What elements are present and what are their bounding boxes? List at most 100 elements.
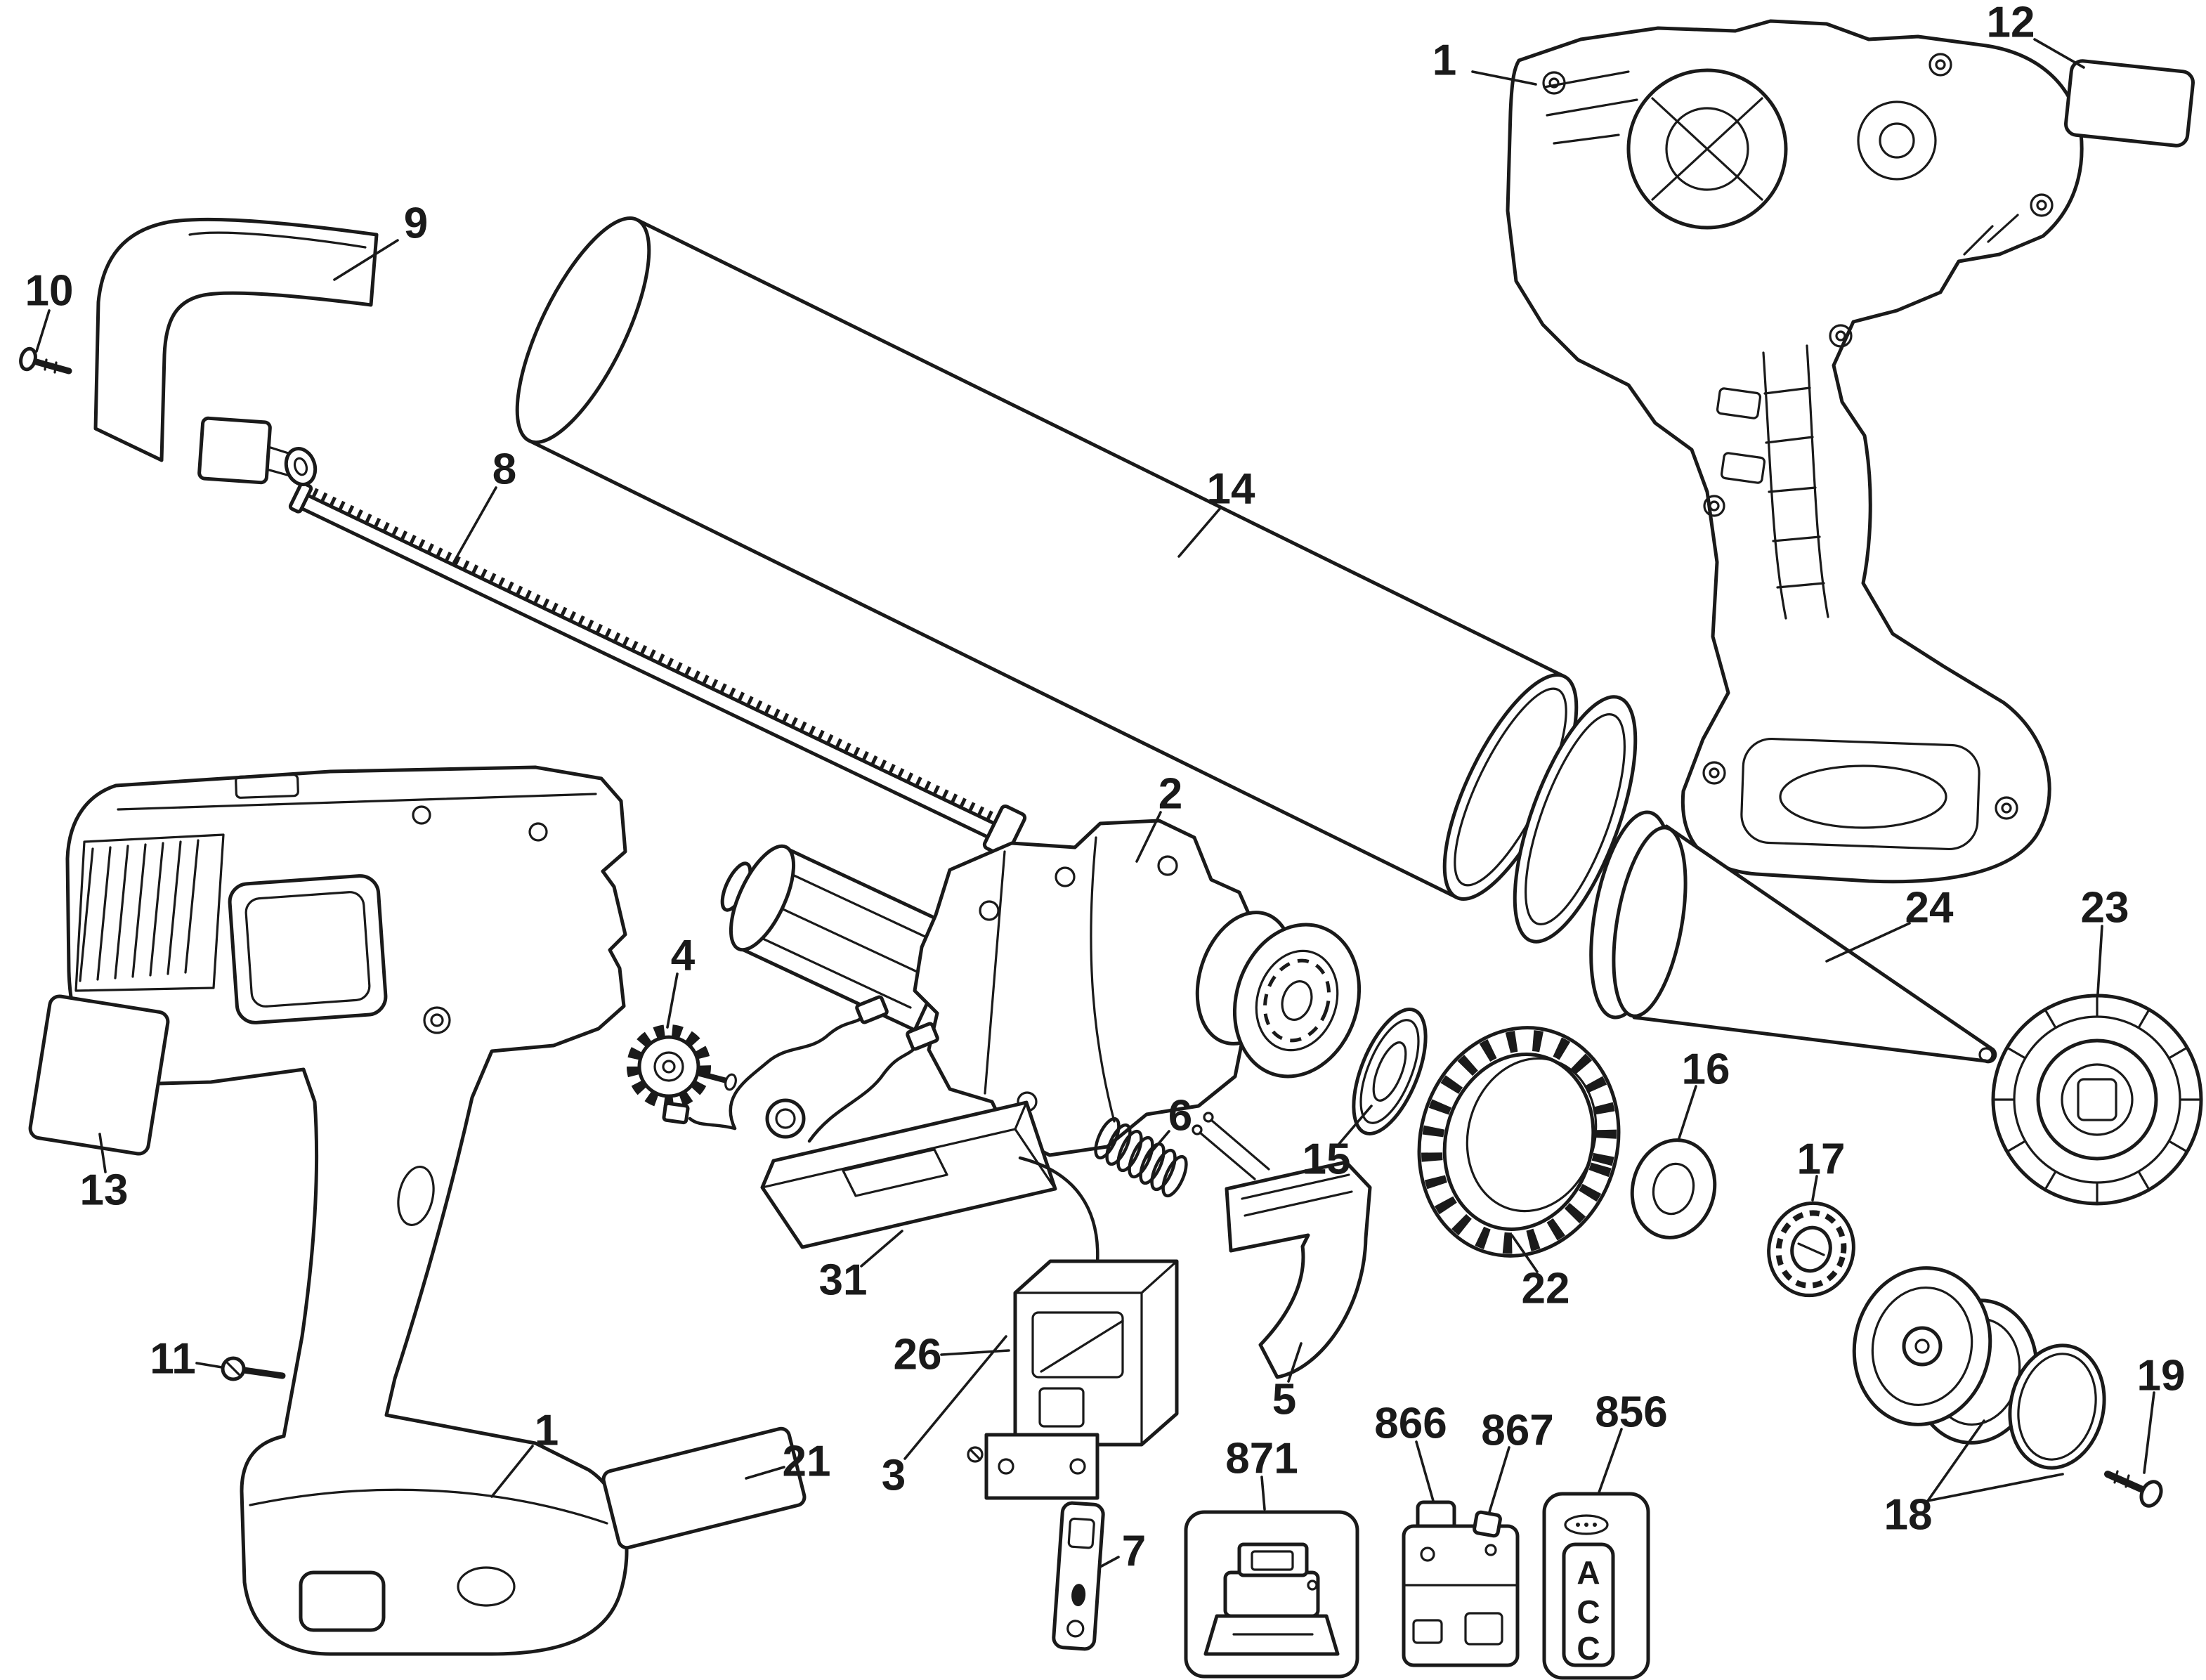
callout-leader-line (1338, 1105, 1373, 1145)
part-plunger-discs (1852, 1266, 2106, 1470)
callout-leader-line (1926, 1473, 2064, 1502)
vent-slots (74, 833, 225, 992)
part-number-label: 2 (1159, 770, 1182, 819)
part-number-label: 12 (1987, 0, 2035, 47)
callout-part-2: 2 (1135, 770, 1182, 863)
callout-leader-line (1678, 1085, 1697, 1140)
callout-leader-line (333, 239, 399, 281)
callout-part-8: 8 (452, 445, 516, 564)
part-retaining-ring (1417, 1026, 1621, 1258)
part-label-sticker-12 (2064, 59, 2195, 148)
callout-leader-line (1177, 506, 1222, 558)
part-screw-19 (2104, 1470, 2163, 1508)
part-screw-11 (221, 1356, 286, 1381)
cap-knurl-ticks (1992, 994, 2202, 1205)
callout-leader-line (940, 1349, 1010, 1356)
acc-letter-2: C (1577, 1594, 1600, 1630)
callout-part-22: 22 (1510, 1234, 1570, 1313)
callout-part-1: 1 (1432, 37, 1537, 86)
part-number-label: 6 (1168, 1092, 1192, 1140)
callout-part-3: 3 (882, 1335, 1007, 1500)
callout-part-31: 31 (819, 1230, 903, 1305)
callout-part-16: 16 (1678, 1046, 1730, 1140)
part-handle-loop (93, 217, 379, 486)
callout-leader-line (1287, 1342, 1303, 1383)
callout-leader-line (1135, 811, 1162, 863)
part-wiring-harness-module (662, 995, 1099, 1265)
callout-part-21: 21 (745, 1438, 831, 1486)
acc-letter-3: C (1577, 1630, 1600, 1667)
part-screw-10 (19, 346, 72, 375)
part-number-label: 871 (1225, 1435, 1298, 1483)
callout-leader-line (1811, 1175, 1818, 1202)
callout-part-15: 15 (1303, 1105, 1373, 1184)
callout-part-12: 12 (1987, 0, 2085, 69)
callout-leader-line (1825, 922, 1911, 963)
part-lock-off-key (1052, 1501, 1105, 1651)
callout-leader-line (745, 1466, 785, 1480)
part-number-label: 23 (2081, 884, 2129, 932)
part-motor-gearbox-assembly (720, 819, 1362, 1157)
callout-leader-line (1471, 70, 1537, 86)
callout-leader-line (1099, 1556, 1120, 1568)
callout-part-9: 9 (333, 200, 428, 281)
part-number-label: 1 (1432, 37, 1456, 85)
callout-leader-line (2033, 38, 2085, 69)
callout-leader-line (1260, 1476, 1266, 1511)
callout-part-6: 6 (1144, 1092, 1192, 1161)
callout-leader-line (860, 1230, 903, 1268)
part-battery-pack (1402, 1500, 1520, 1667)
acc-letter-1: A (1577, 1554, 1600, 1591)
callout-part-18: 18 (1884, 1419, 2064, 1539)
part-number-label: 24 (1905, 884, 1954, 932)
part-number-label: 5 (1272, 1376, 1296, 1424)
callout-part-24: 24 (1825, 884, 1954, 963)
callout-leader-line (98, 1133, 107, 1173)
part-number-label: 7 (1122, 1528, 1146, 1576)
callout-leader-line (903, 1335, 1007, 1460)
part-housing-half (1506, 19, 2084, 884)
part-front-cap-nut (1991, 994, 2203, 1206)
part-number-label: 31 (819, 1256, 868, 1305)
part-small-fastener (1473, 1510, 1502, 1538)
part-spring (1094, 1116, 1188, 1198)
callout-leader-line (1510, 1234, 1539, 1273)
callout-leader-line (1926, 1419, 1985, 1502)
part-number-label: 9 (404, 200, 428, 248)
part-washer (1630, 1138, 1717, 1239)
part-number-label: 1 (535, 1407, 559, 1455)
part-number-label: 15 (1303, 1135, 1351, 1184)
part-push-rod (288, 481, 1027, 859)
part-seal (1352, 1008, 1428, 1135)
callout-leader-line (195, 1362, 223, 1369)
callout-part-23: 23 (2081, 884, 2129, 995)
part-number-label: 4 (671, 932, 696, 980)
callout-part-19: 19 (2137, 1352, 2185, 1474)
part-charger (1184, 1510, 1359, 1679)
callout-part-867: 867 (1481, 1407, 1554, 1513)
part-cartridge-tube (515, 216, 1579, 901)
part-switch-block (967, 1259, 1179, 1500)
part-accessory-pack: A C C (1542, 1492, 1650, 1680)
part-number-label: 867 (1481, 1407, 1553, 1455)
callout-leader-line (2096, 925, 2103, 995)
part-number-label: 26 (894, 1331, 942, 1379)
callout-part-13: 13 (80, 1133, 128, 1215)
part-number-label: 21 (783, 1438, 831, 1486)
part-trigger (1192, 1112, 1372, 1379)
callout-part-17: 17 (1797, 1135, 1845, 1202)
part-number-label: 856 (1595, 1388, 1667, 1437)
part-number-label: 8 (492, 445, 516, 494)
part-number-label: 3 (882, 1452, 906, 1500)
callout-part-5: 5 (1272, 1342, 1303, 1424)
part-label-sticker-13 (28, 994, 170, 1156)
part-number-label: 866 (1374, 1400, 1447, 1448)
callout-leader-line (1415, 1440, 1435, 1502)
callout-leader-line (666, 972, 679, 1029)
callout-leader-line (1144, 1130, 1170, 1161)
part-number-label: 22 (1522, 1265, 1570, 1313)
callout-part-1: 1 (490, 1407, 559, 1498)
part-label-sticker-21 (601, 1426, 807, 1550)
callout-part-10: 10 (25, 267, 73, 353)
